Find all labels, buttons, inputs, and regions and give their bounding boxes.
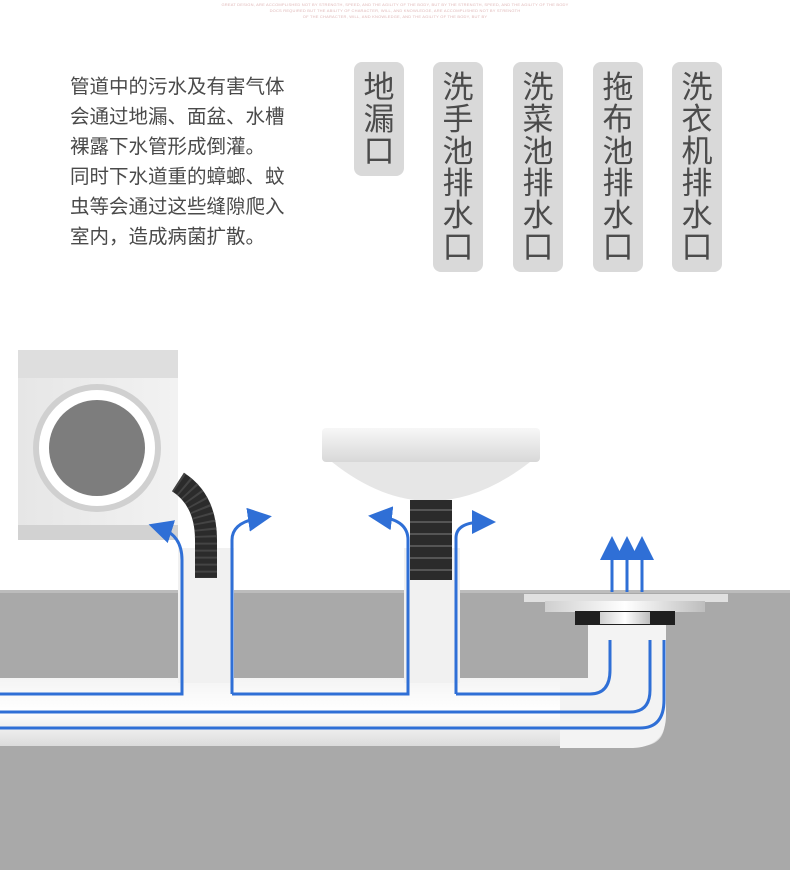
drain-label-char: 口 xyxy=(522,230,554,266)
drain-label-char: 排 xyxy=(681,166,713,202)
description-line: 会通过地漏、面盆、水槽 xyxy=(70,105,285,128)
drain-label-tag: 拖布池排水口 xyxy=(593,62,643,272)
description-line: 同时下水道重的蟑螂、蚊 xyxy=(70,165,285,188)
drain-label-char: 水 xyxy=(681,198,713,234)
backflow-lines xyxy=(0,506,666,730)
drain-label-char: 手 xyxy=(442,102,474,138)
drain-label-char: 漏 xyxy=(363,102,395,138)
drain-label-char: 洗 xyxy=(522,70,554,106)
description-line: 室内，造成病菌扩散。 xyxy=(70,225,266,248)
description-line: 裸露下水管形成倒灌。 xyxy=(70,135,266,158)
drain-label-tag: 地漏口 xyxy=(354,62,404,176)
fine-print-line: GREAT DESIGN, ARE ACCOMPLISHED NOT BY ST… xyxy=(221,2,569,7)
description-text: 管道中的污水及有害气体 会通过地漏、面盆、水槽 裸露下水管形成倒灌。 同时下水道… xyxy=(70,72,330,252)
drain-label-char: 水 xyxy=(522,198,554,234)
basin-icon xyxy=(322,428,540,580)
drain-label-char: 池 xyxy=(522,134,554,170)
drain-label-char: 排 xyxy=(522,166,554,202)
fine-print-header: GREAT DESIGN, ARE ACCOMPLISHED NOT BY ST… xyxy=(0,2,790,20)
drain-label-char: 排 xyxy=(602,166,634,202)
drain-label-char: 水 xyxy=(602,198,634,234)
drain-label-char: 洗 xyxy=(442,70,474,106)
drain-label-char: 池 xyxy=(442,134,474,170)
drain-label-tag: 洗衣机排水口 xyxy=(672,62,722,272)
fine-print-line: OF THE CHARACTER, WILL, AND KNOWLEDGE, A… xyxy=(302,14,488,19)
drain-label-tag: 洗菜池排水口 xyxy=(513,62,563,272)
drain-label-char: 口 xyxy=(363,134,395,170)
drain-label-char: 布 xyxy=(602,102,634,138)
drain-label-char: 水 xyxy=(442,198,474,234)
drain-label-tag: 洗手池排水口 xyxy=(433,62,483,272)
description-line: 管道中的污水及有害气体 xyxy=(70,75,285,98)
drain-label-char: 排 xyxy=(442,166,474,202)
drain-label-char: 机 xyxy=(681,134,713,170)
floor-drain-arrows xyxy=(600,536,654,592)
drain-label-char: 洗 xyxy=(681,70,713,106)
washer-hose-ribs xyxy=(171,472,217,578)
drain-label-char: 池 xyxy=(602,134,634,170)
floor-top-edge xyxy=(0,590,790,593)
drain-label-char: 地 xyxy=(363,70,395,106)
drain-label-char: 口 xyxy=(602,230,634,266)
drain-label-char: 口 xyxy=(681,230,713,266)
fine-print-line: DOCS REQUIRED BUT THE ABILITY OF CHARACT… xyxy=(269,8,521,13)
drain-label-char: 口 xyxy=(442,230,474,266)
floor-drain-icon xyxy=(524,594,728,625)
washing-machine-icon xyxy=(18,350,178,540)
description-line: 虫等会通过这些缝隙爬入 xyxy=(70,195,285,218)
drain-label-char: 衣 xyxy=(681,102,713,138)
drain-label-char: 拖 xyxy=(602,70,634,106)
drain-label-char: 菜 xyxy=(522,102,554,138)
